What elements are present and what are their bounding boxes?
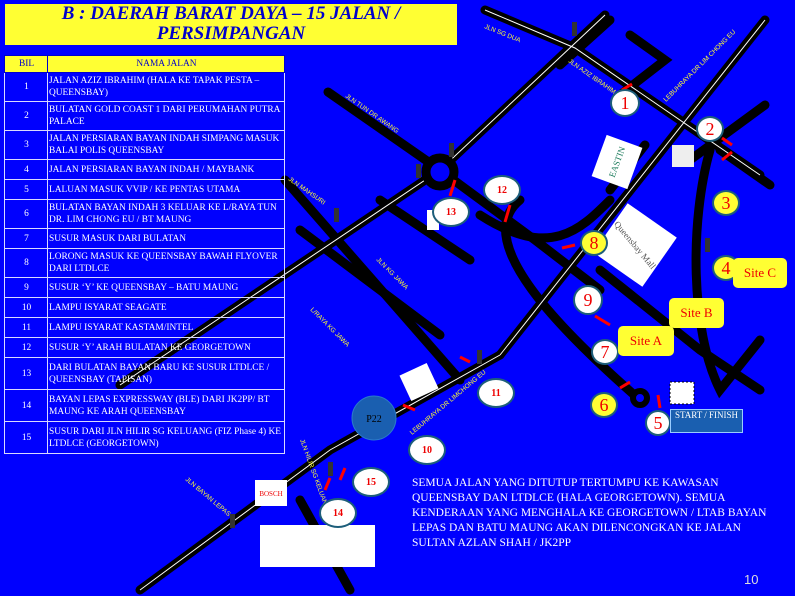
road-name: DARI BULATAN BAYAN BARU KE SUSUR LTDLCE … — [47, 357, 285, 390]
queensbay-logo — [593, 203, 677, 287]
row-number: 9 — [4, 277, 48, 298]
row-number: 4 — [4, 159, 48, 180]
marker-7: 7 — [591, 339, 619, 365]
header-nama-jalan: NAMA JALAN — [47, 55, 285, 73]
start-finish-label: START / FINISH — [670, 409, 743, 433]
row-number: 3 — [4, 130, 48, 160]
marker-8: 8 — [580, 230, 608, 256]
road-name: LAMPU ISYARAT KASTAM/INTEL — [47, 317, 285, 338]
marker-1: 1 — [610, 89, 640, 117]
seagate-logo — [399, 362, 439, 402]
road-name: BULATAN BAYAN INDAH 3 KELUAR KE L/RAYA T… — [47, 199, 285, 229]
row-number: 5 — [4, 179, 48, 200]
marker-6: 6 — [590, 392, 618, 418]
site-b-label: Site B — [669, 298, 724, 328]
road-name: SUSUR MASUK DARI BULATAN — [47, 228, 285, 249]
marker-12: 12 — [483, 175, 521, 205]
road-name: SUSUR DARI JLN HILIR SG KELUANG (FIZ Pha… — [47, 421, 285, 454]
marker-5: 5 — [645, 410, 671, 436]
road-label: L/RAYA KG JAWA — [309, 306, 351, 348]
road-name: LORONG MASUK KE QUEENSBAY BAWAH FLYOVER … — [47, 248, 285, 278]
road-label: JLN BAYAN LEPAS — [184, 476, 232, 518]
row-number: 10 — [4, 297, 48, 318]
road-closures — [323, 82, 733, 491]
p22-label: P22 — [366, 414, 382, 425]
road-name: SUSUR ‘Y’ ARAH BULATAN KE GEORGETOWN — [47, 337, 285, 358]
marker-3: 3 — [712, 190, 740, 216]
marker-13: 13 — [432, 197, 470, 227]
row-number: 14 — [4, 389, 48, 422]
page-number: 10 — [744, 572, 759, 587]
police-logo — [672, 145, 694, 167]
row-number: 11 — [4, 317, 48, 338]
road-name: LAMPU ISYARAT SEAGATE — [47, 297, 285, 318]
road-name: BULATAN GOLD COAST 1 DARI PERUMAHAN PUTR… — [47, 101, 285, 131]
header-bil: BIL — [4, 55, 48, 73]
row-number: 8 — [4, 248, 48, 278]
bosch-logo — [255, 480, 287, 506]
checkered-flag-icon — [669, 381, 695, 405]
site-c-label: Site C — [733, 258, 787, 288]
bridge-picture — [260, 525, 375, 567]
road-name: SUSUR ‘Y’ KE QUEENSBAY – BATU MAUNG — [47, 277, 285, 298]
traffic-lights — [230, 22, 710, 528]
marker-2: 2 — [696, 116, 724, 142]
marker-14: 14 — [319, 498, 357, 528]
p22-zone — [351, 395, 397, 441]
row-number: 1 — [4, 72, 48, 102]
marker-9: 9 — [573, 285, 603, 315]
page-title: B : DAERAH BARAT DAYA – 15 JALAN / PERSI… — [5, 4, 457, 45]
road-name: JALAN PERSIARAN BAYAN INDAH SIMPANG MASU… — [47, 130, 285, 160]
row-number: 15 — [4, 421, 48, 454]
row-number: 6 — [4, 199, 48, 229]
diversion-note: SEMUA JALAN YANG DITUTUP TERTUMPU KE KAW… — [412, 477, 767, 549]
road-name: LALUAN MASUK VVIP / KE PENTAS UTAMA — [47, 179, 285, 200]
row-number: 7 — [4, 228, 48, 249]
roundabout — [421, 153, 459, 191]
row-number: 2 — [4, 101, 48, 131]
bosch-logo-text: BOSCH — [259, 490, 282, 498]
roundabout — [630, 388, 650, 408]
marker-10: 10 — [408, 435, 446, 465]
row-number: 13 — [4, 357, 48, 390]
row-number: 12 — [4, 337, 48, 358]
site-a-label: Site A — [618, 326, 674, 356]
road-name: BAYAN LEPAS EXPRESSWAY (BLE) DARI JK2PP/… — [47, 389, 285, 422]
road-name: JALAN AZIZ IBRAHIM (HALA KE TAPAK PESTA … — [47, 72, 285, 102]
eastin-logo — [591, 134, 643, 190]
marker-11: 11 — [477, 378, 515, 408]
road-name: JALAN PERSIARAN BAYAN INDAH / MAYBANK — [47, 159, 285, 180]
marker-15: 15 — [352, 467, 390, 497]
